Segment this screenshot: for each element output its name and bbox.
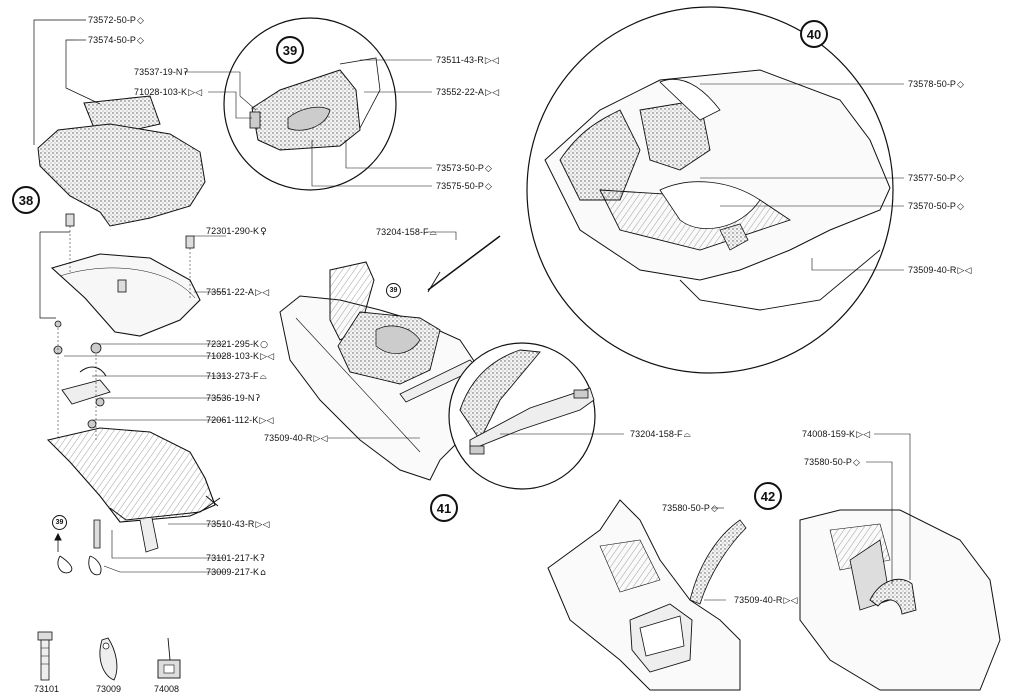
callout-71313-273-f: 71313-273-F⌓ <box>206 371 267 382</box>
callout-73537-19-n: 73537-19-Nʔ <box>134 67 189 78</box>
badge-group-40: 40 <box>800 20 828 48</box>
callout-72301-290-k: 72301-290-K♀ <box>206 226 267 237</box>
callout-73578-50-p: 73578-50-P◇ <box>908 79 965 90</box>
callout-73509-40-r-group41: 73509-40-R▷◁ <box>264 433 328 444</box>
legend-caption-73101: 73101 <box>34 684 60 694</box>
callout-73580-50-p-right: 73580-50-P◇ <box>804 457 861 468</box>
callout-73509-40-r-group42: 73509-40-R▷◁ <box>734 595 798 606</box>
badge-group-41: 41 <box>430 494 458 522</box>
callout-72061-112-k: 72061-112-K▷◁ <box>206 415 274 426</box>
callout-74008-159-k: 74008-159-K▷◁ <box>802 429 871 440</box>
callout-73509-40-r-group40: 73509-40-R▷◁ <box>908 265 972 276</box>
badge-group-42: 42 <box>754 482 782 510</box>
badge-group-39: 39 <box>276 36 304 64</box>
callout-73204-158-f-top: 73204-158-F⌓ <box>376 227 437 238</box>
badge-group-38: 38 <box>12 186 40 214</box>
callout-73551-22-a: 73551-22-A▷◁ <box>206 287 270 298</box>
callout-73574-50-p: 73574-50-P◇ <box>88 35 145 46</box>
callout-73204-158-f-detail: 73204-158-F⌓ <box>630 429 691 440</box>
callout-73573-50-p: 73573-50-P◇ <box>436 163 493 174</box>
legend-fastener-73101 <box>37 631 53 681</box>
callout-71028-103-k-side: 71028-103-K▷◁ <box>206 351 275 362</box>
badge-ref-39-center: 39 <box>386 283 401 298</box>
group-39-detail-circle <box>184 17 432 191</box>
callout-73101-217-k: 73101-217-Kʔ <box>206 553 265 564</box>
callout-73511-43-r: 73511-43-R▷◁ <box>436 55 499 66</box>
group-41-installation-view <box>279 231 624 490</box>
callout-73009-217-k: 73009-217-K⌂ <box>206 567 266 578</box>
callout-73572-50-p: 73572-50-P◇ <box>88 15 145 26</box>
callout-73580-50-p-left: 73580-50-P◇ <box>662 503 719 514</box>
callout-73570-50-p: 73570-50-P◇ <box>908 201 965 212</box>
legend-caption-73009: 73009 <box>96 684 122 694</box>
callout-73577-50-p: 73577-50-P◇ <box>908 173 965 184</box>
legend-stud-74008 <box>157 637 181 679</box>
callout-73575-50-p: 73575-50-P◇ <box>436 181 493 192</box>
callout-73510-43-r: 73510-43-R▷◁ <box>206 519 270 530</box>
callout-72321-295-k: 72321-295-K○ <box>206 339 269 350</box>
callout-73536-19-n: 73536-19-Nʔ <box>206 393 261 404</box>
leader-lines <box>64 235 226 573</box>
group-42-wheelarch-views <box>547 433 1001 691</box>
callout-71028-103-k-top: 71028-103-K▷◁ <box>134 87 203 98</box>
legend-caption-74008: 74008 <box>154 684 180 694</box>
callout-73552-22-a: 73552-22-A▷◁ <box>436 87 500 98</box>
group-40-detail-circle <box>526 6 904 374</box>
legend-clip-73009 <box>99 637 118 681</box>
group-38-carpet-assembly <box>33 19 221 681</box>
badge-ref-39-left: 39 <box>52 515 67 530</box>
